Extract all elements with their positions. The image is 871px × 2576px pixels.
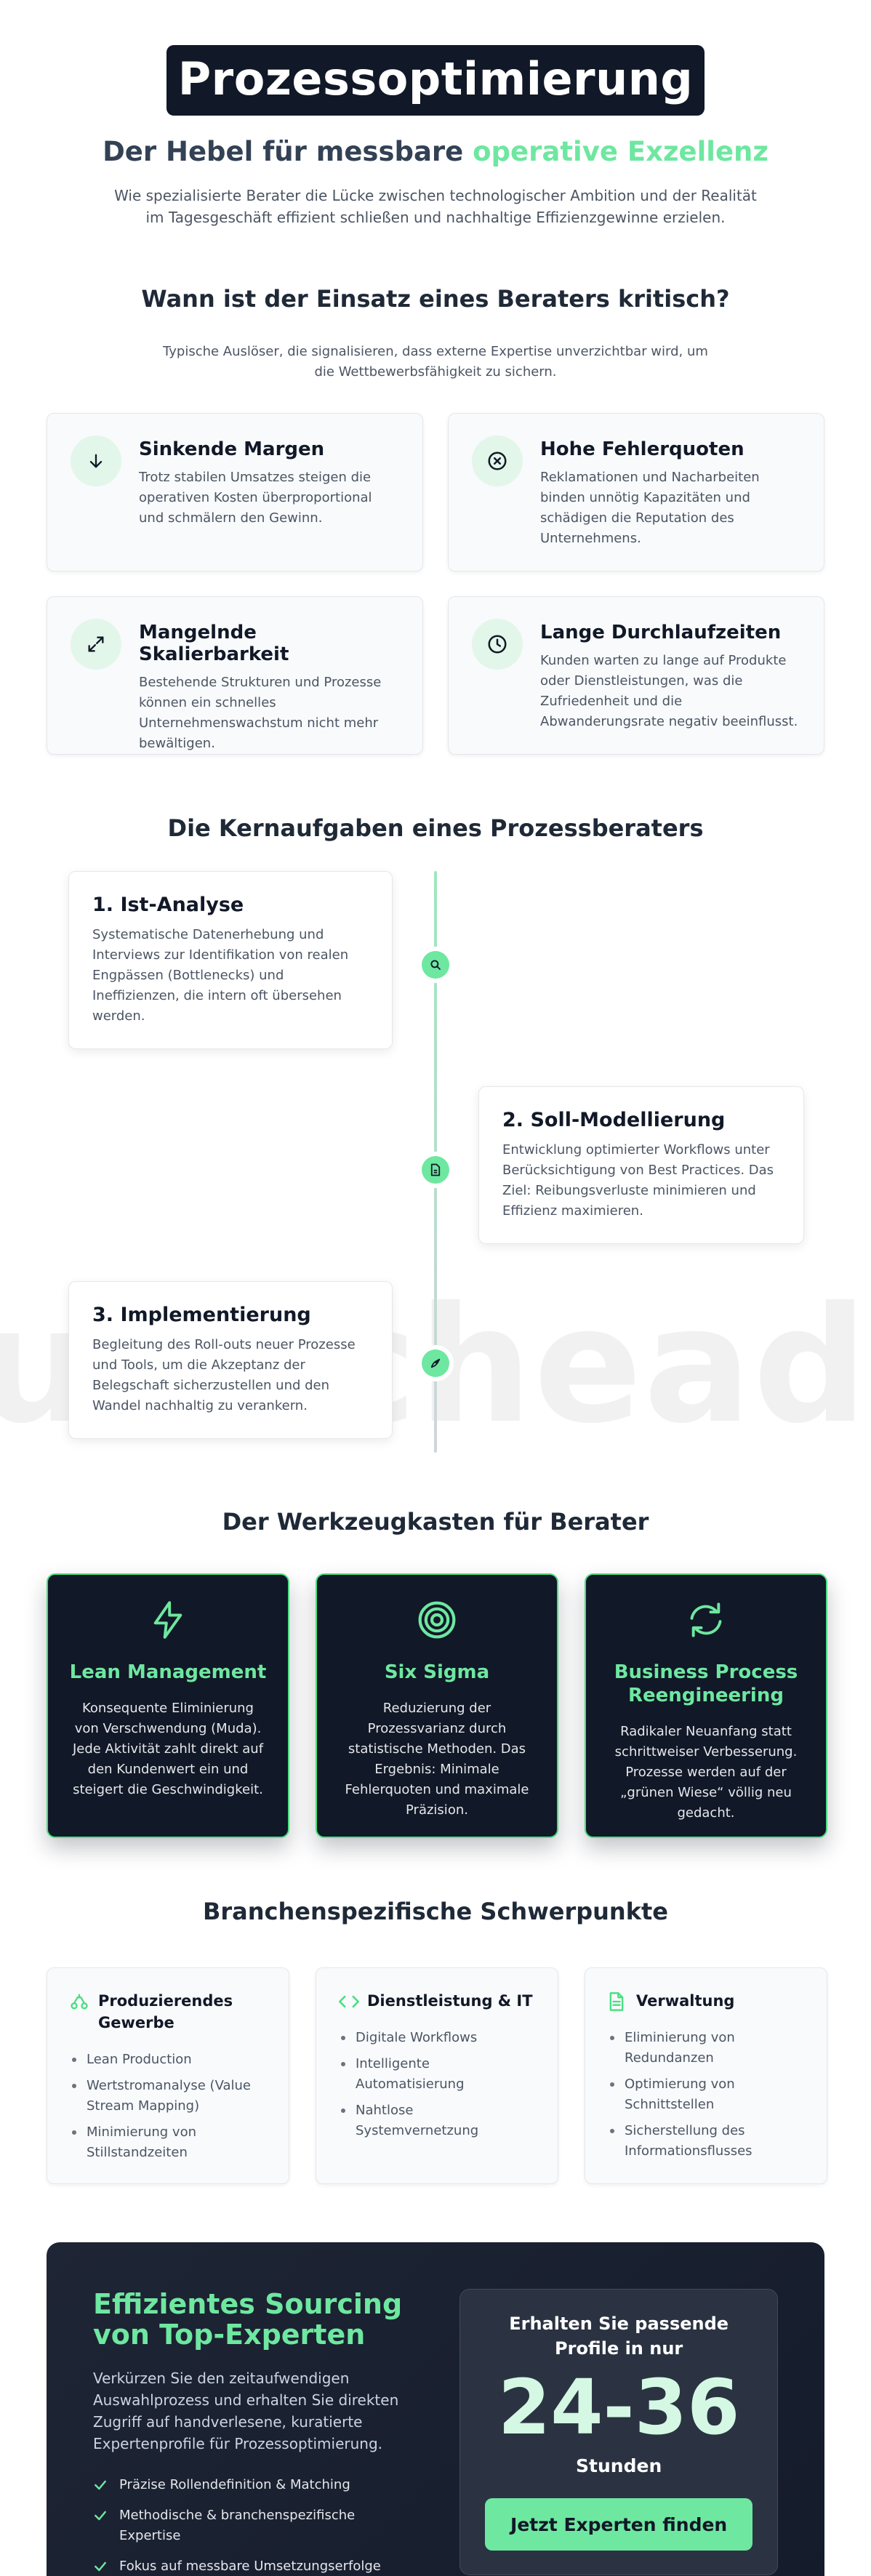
- trigger-grid: Sinkende Margen Trotz stabilen Umsatzes …: [47, 413, 824, 755]
- list-item: Nahtlose Systemvernetzung: [338, 2100, 536, 2141]
- cta-benefit-list: Präzise Rollendefinition & Matching Meth…: [93, 2475, 406, 2576]
- list-item: Präzise Rollendefinition & Matching: [93, 2475, 406, 2495]
- trigger-card: Sinkende Margen Trotz stabilen Umsatzes …: [47, 413, 423, 571]
- sectors-grid: Produzierendes Gewerbe Lean Production W…: [47, 1967, 827, 2184]
- trigger-title: Mangelnde Skalierbarkeit: [139, 622, 289, 665]
- trigger-title: Hohe Fehlerquoten: [540, 438, 744, 460]
- list-item: Sicherstellung des Informationsflusses: [607, 2121, 805, 2162]
- expand-arrows-icon: [71, 619, 121, 670]
- tool-text: Reduzierung der Prozessvarianz durch sta…: [345, 1701, 529, 1818]
- list-item: Lean Production: [69, 2050, 267, 2070]
- sector-card: Dienstleistung & IT Digitale Workflows I…: [316, 1967, 558, 2184]
- trigger-text: Trotz stabilen Umsatzes steigen die oper…: [139, 470, 372, 526]
- process-title: Die Kernaufgaben eines Prozessberaters: [167, 814, 704, 842]
- sector-card: Verwaltung Eliminierung von Redundanzen …: [585, 1967, 827, 2184]
- cta-offer-box: Erhalten Sie passende Profile in nur 24-…: [459, 2289, 778, 2575]
- trigger-text: Bestehende Strukturen und Prozesse könne…: [139, 675, 382, 751]
- x-circle-icon: [472, 436, 523, 486]
- tool-card: Business Process Reengineering Radikaler…: [585, 1573, 827, 1838]
- step-title: 1. Ist-Analyse: [92, 894, 244, 916]
- trigger-card: Hohe Fehlerquoten Reklamationen und Nach…: [448, 413, 824, 571]
- sector-title: Produzierendes Gewerbe: [98, 1992, 233, 2031]
- sector-title: Dienstleistung & IT: [367, 1992, 533, 2010]
- rocket-icon: [422, 1349, 449, 1377]
- find-experts-button[interactable]: Jetzt Experten finden: [485, 2498, 752, 2551]
- step-title: 2. Soll-Modellierung: [502, 1109, 726, 1131]
- hero-subtitle: Der Hebel für messbare operative Exzelle…: [0, 136, 871, 167]
- arrow-down-icon: [71, 436, 121, 486]
- benefit-text: Fokus auf messbare Umsetzungserfolge: [119, 2559, 381, 2574]
- hero-subtitle-accent: operative Exzellenz: [473, 136, 768, 167]
- sector-title: Verwaltung: [636, 1992, 735, 2010]
- hero-subtitle-main: Der Hebel für messbare: [103, 136, 473, 167]
- industry-icon: [69, 1991, 89, 2012]
- tool-card: Lean Management Konsequente Eliminierung…: [47, 1573, 289, 1838]
- trigger-card: Mangelnde Skalierbarkeit Bestehende Stru…: [47, 596, 423, 755]
- offer-hours-number: 24-36: [497, 2363, 740, 2452]
- benefit-text: Methodische & branchenspezifische Expert…: [119, 2508, 356, 2543]
- check-icon: [93, 2508, 108, 2529]
- tools-grid: Lean Management Konsequente Eliminierung…: [47, 1573, 827, 1838]
- trigger-card: Lange Durchlaufzeiten Kunden warten zu l…: [448, 596, 824, 755]
- list-item: Minimierung von Stillstandzeiten: [69, 2122, 267, 2163]
- process-timeline: ublicheads 1. Ist-Analyse Systematische …: [0, 871, 871, 1458]
- sector-list: Digitale Workflows Intelligente Automati…: [338, 2028, 536, 2141]
- hero-section: Prozessoptimierung Der Hebel für messbar…: [0, 0, 871, 228]
- process-step-card: 2. Soll-Modellierung Entwicklung optimie…: [478, 1086, 804, 1244]
- step-text: Systematische Datenerhebung und Intervie…: [92, 927, 349, 1024]
- list-item: Intelligente Automatisierung: [338, 2054, 536, 2095]
- check-icon: [93, 2559, 108, 2576]
- offer-hours-unit: Stunden: [576, 2455, 662, 2476]
- list-item: Eliminierung von Redundanzen: [607, 2028, 805, 2069]
- triggers-title: Wann ist der Einsatz eines Beraters krit…: [141, 285, 730, 313]
- process-step-card: 3. Implementierung Begleitung des Roll-o…: [68, 1281, 393, 1439]
- tool-title: Six Sigma: [384, 1661, 490, 1683]
- trigger-title: Lange Durchlaufzeiten: [540, 622, 782, 643]
- list-item: Digitale Workflows: [338, 2028, 536, 2048]
- step-text: Entwicklung optimierter Workflows unter …: [502, 1142, 774, 1219]
- search-icon: [422, 951, 449, 979]
- tool-text: Radikaler Neuanfang statt schrittweiser …: [614, 1724, 798, 1821]
- tools-title: Der Werkzeugkasten für Berater: [222, 1508, 649, 1536]
- trigger-title: Sinkende Margen: [139, 438, 325, 460]
- tool-text: Konsequente Eliminierung von Verschwendu…: [72, 1701, 264, 1797]
- sector-list: Eliminierung von Redundanzen Optimierung…: [607, 2028, 805, 2162]
- list-item: Fokus auf messbare Umsetzungserfolge: [93, 2556, 406, 2576]
- tool-card: Six Sigma Reduzierung der Prozessvarianz…: [316, 1573, 558, 1838]
- tool-title: Business Process Reengineering: [614, 1661, 798, 1706]
- page-title: Prozessoptimierung: [166, 45, 705, 116]
- code-icon: [338, 1991, 359, 2012]
- offer-lead-text: Erhalten Sie passende Profile in nur: [509, 2314, 729, 2359]
- hero-description: Wie spezialisierte Berater die Lücke zwi…: [114, 187, 757, 226]
- target-icon: [337, 1597, 537, 1643]
- list-item: Methodische & branchenspezifische Expert…: [93, 2505, 406, 2546]
- sector-card: Produzierendes Gewerbe Lean Production W…: [47, 1967, 289, 2184]
- trigger-text: Reklamationen und Nacharbeiten binden un…: [540, 470, 760, 546]
- cta-description: Verkürzen Sie den zeitaufwendigen Auswah…: [93, 2370, 399, 2452]
- trigger-text: Kunden warten zu lange auf Produkte oder…: [540, 653, 798, 729]
- file-text-icon: [607, 1991, 627, 2012]
- document-icon: [422, 1156, 449, 1184]
- list-item: Wertstromanalyse (Value Stream Mapping): [69, 2076, 267, 2116]
- sectors-title: Branchenspezifische Schwerpunkte: [203, 1898, 668, 1925]
- cta-title: Effizientes Sourcing von Top-Experten: [93, 2288, 403, 2351]
- triggers-description: Typische Auslöser, die signalisieren, da…: [163, 344, 708, 380]
- process-step-card: 1. Ist-Analyse Systematische Datenerhebu…: [68, 871, 393, 1049]
- benefit-text: Präzise Rollendefinition & Matching: [119, 2477, 350, 2492]
- step-text: Begleitung des Roll-outs neuer Prozesse …: [92, 1337, 356, 1413]
- clock-icon: [472, 619, 523, 670]
- refresh-icon: [606, 1597, 806, 1643]
- tool-title: Lean Management: [69, 1661, 267, 1683]
- sector-list: Lean Production Wertstromanalyse (Value …: [69, 2050, 267, 2163]
- step-title: 3. Implementierung: [92, 1304, 311, 1326]
- cta-section: Effizientes Sourcing von Top-Experten Ve…: [47, 2242, 824, 2576]
- list-item: Optimierung von Schnittstellen: [607, 2074, 805, 2115]
- lightning-icon: [68, 1597, 268, 1643]
- check-icon: [93, 2478, 108, 2499]
